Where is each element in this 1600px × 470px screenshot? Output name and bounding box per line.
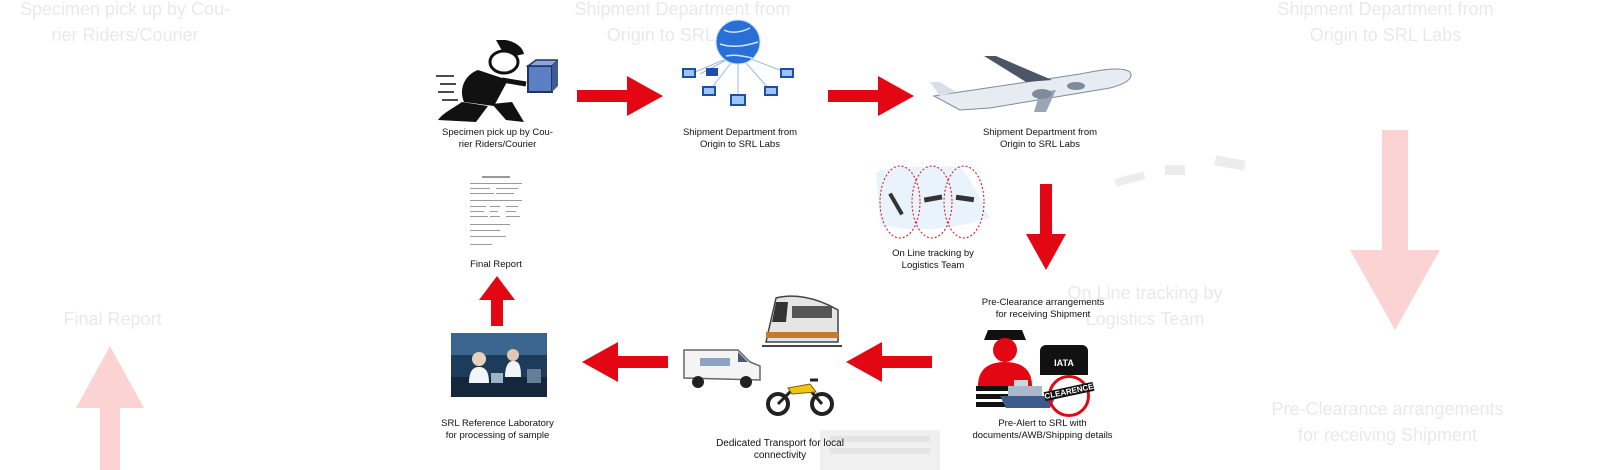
ghost-tracking-line1: On Line tracking by <box>1067 283 1223 303</box>
lab-line2: for processing of sample <box>445 430 550 441</box>
ghost-pre-clearance-label: Pre-Clearance arrangements for receiving… <box>1230 396 1545 448</box>
ghost-satellite-icon <box>1114 155 1246 187</box>
final-report-label: Final Report <box>470 259 522 270</box>
ghost-arrow-up-icon <box>76 346 144 470</box>
arrow-right-1-icon <box>577 76 663 116</box>
arrow-left-1-icon <box>846 342 932 382</box>
lab-line1: SRL Reference Laboratory <box>441 418 554 429</box>
pickup-line2: rier Riders/Courier <box>458 139 537 150</box>
cargo-ship-icon <box>1000 380 1056 408</box>
shipment-dept-line2: Origin to SRL Labs <box>700 139 780 150</box>
transport-line2: connectivity <box>753 450 807 461</box>
pre-clearance-label: Pre-Clearance arrangements for receiving… <box>968 297 1118 321</box>
ghost-pickup-line2: rier Riders/Courier <box>51 25 199 45</box>
pickup-label: Specimen pick up by Cou- rier Riders/Cou… <box>420 127 575 151</box>
ghost-truck-image <box>820 430 940 470</box>
ghost-arrow-down-icon <box>1350 130 1440 330</box>
final-report-document <box>466 174 526 252</box>
motorcycle-icon <box>766 378 834 416</box>
arrow-right-2-icon <box>828 76 914 116</box>
satellite-tracking-icon <box>876 165 990 239</box>
arrow-down-icon <box>1026 184 1066 270</box>
tracking-line1: On Line tracking by <box>892 248 974 259</box>
pre-alert-label: Pre-Alert to SRL with documents/AWB/Ship… <box>955 418 1130 442</box>
arrow-up-icon <box>479 276 515 326</box>
tram-icon <box>762 295 842 347</box>
arrow-left-2-icon <box>582 342 668 382</box>
pre-clearance-line2: for receiving Shipment <box>995 309 1091 320</box>
laboratory-photo <box>451 333 547 397</box>
tracking-line2: Logistics Team <box>901 260 965 271</box>
pre-clearance-line1: Pre-Clearance arrangements <box>981 297 1105 308</box>
ghost-pre-clearance-line1: Pre-Clearance arrangements <box>1271 399 1504 419</box>
airplane-icon <box>930 56 1132 112</box>
lab-label: SRL Reference Laboratory for processing … <box>425 418 570 442</box>
tracking-label: On Line tracking by Logistics Team <box>868 248 998 272</box>
shipment-air-label: Shipment Department from Origin to SRL L… <box>965 127 1115 151</box>
pickup-line1: Specimen pick up by Cou- <box>442 127 553 138</box>
transport-line1: Dedicated Transport for local <box>716 438 844 449</box>
ghost-shipment-right-line1: Shipment Department from <box>1277 0 1494 19</box>
iata-text: IATA <box>1054 358 1074 368</box>
document-lines-icon <box>470 176 522 245</box>
ghost-pre-clearance-line2: for receiving Shipment <box>1297 425 1478 445</box>
ghost-pickup-label: Specimen pick up by Cou- rier Riders/Cou… <box>0 0 270 48</box>
network-globe-icon <box>682 19 794 106</box>
shipment-dept-label: Shipment Department from Origin to SRL L… <box>665 127 815 151</box>
shipment-air-line2: Origin to SRL Labs <box>1000 139 1080 150</box>
ghost-tracking-label: On Line tracking by Logistics Team <box>1035 280 1255 332</box>
pre-alert-line2: documents/AWB/Shipping details <box>972 430 1113 441</box>
shipment-air-line1: Shipment Department from <box>982 127 1098 138</box>
iata-badge <box>1040 345 1088 375</box>
pre-alert-line1: Pre-Alert to SRL with <box>998 418 1087 429</box>
ghost-shipment-right-label: Shipment Department from Origin to SRL L… <box>1238 0 1533 48</box>
ghost-shipment-right-line2: Origin to SRL Labs <box>1309 25 1462 45</box>
transport-label: Dedicated Transport for local connectivi… <box>700 438 860 462</box>
ghost-pickup-line1: Specimen pick up by Cou- <box>19 0 231 19</box>
ghost-tracking-line2: Logistics Team <box>1085 309 1205 329</box>
ghost-shipment-center-line1: Shipment Department from <box>574 0 791 19</box>
shipment-dept-line1: Shipment Department from <box>682 127 798 138</box>
courier-icon <box>436 40 558 122</box>
van-icon <box>683 349 761 388</box>
ghost-final-report-label: Final Report <box>63 309 162 329</box>
